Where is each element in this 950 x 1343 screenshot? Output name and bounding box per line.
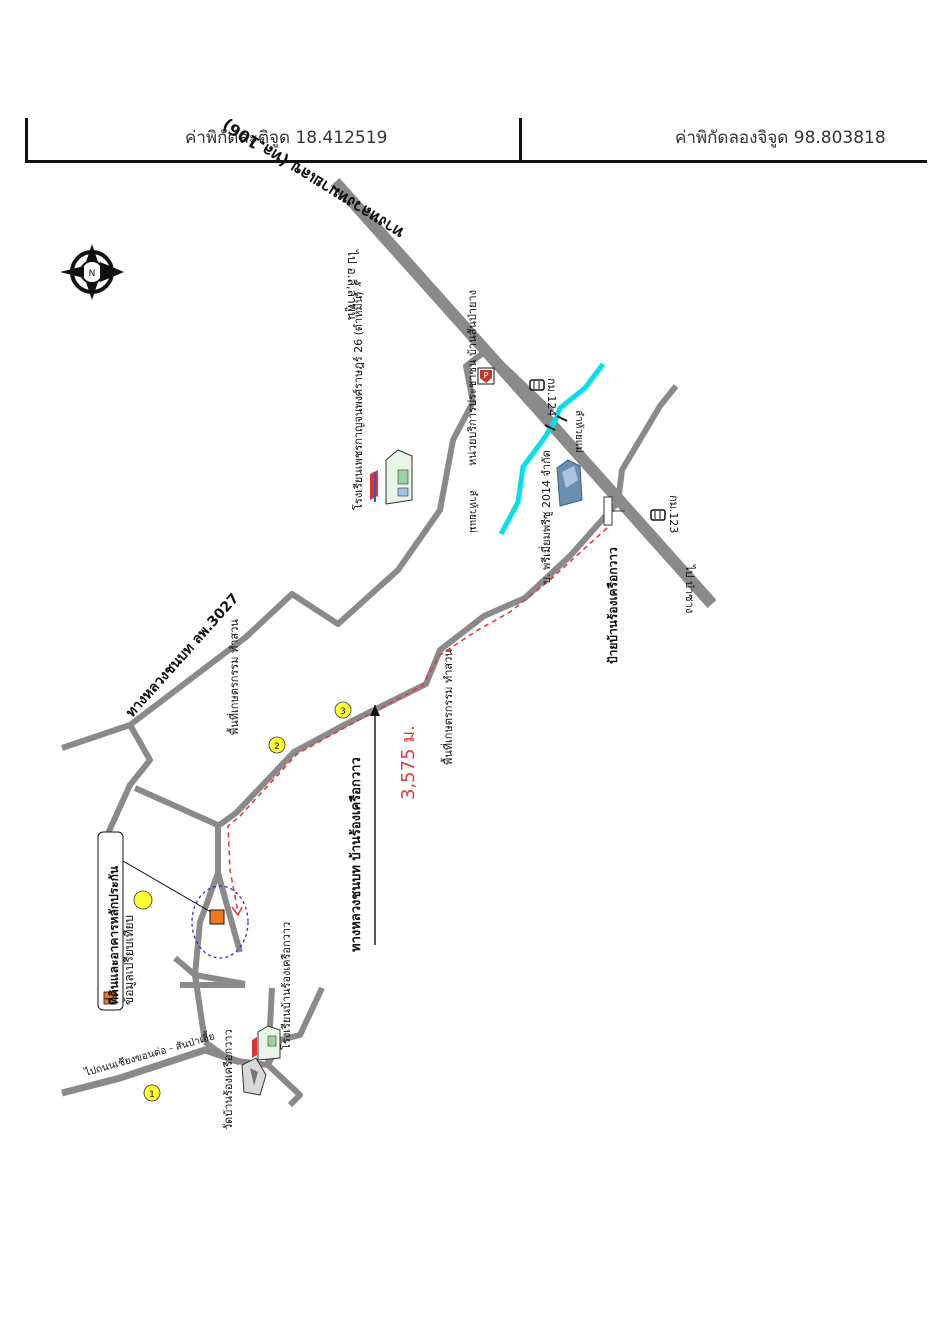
legend-compare-label: ข้อมูลเปรียบเทียบ xyxy=(122,915,137,1005)
bridge-icon xyxy=(544,415,568,431)
marker-3 xyxy=(334,701,352,719)
village-sign-label: ป้ายบ้านร้องเครือกวาว xyxy=(606,547,620,664)
temple-label: วัดบ้านร้องเครือกวาว xyxy=(222,1029,235,1130)
legend-box xyxy=(97,831,124,1011)
km-post-icon xyxy=(650,509,666,521)
school-icon xyxy=(370,449,413,505)
map-labels: ไป อ.ลี้,ลำพูน ทางหลวงหมายเลข (ทล.106) ไ… xyxy=(82,115,696,1130)
highway-106 xyxy=(330,178,717,608)
marker-1 xyxy=(143,1084,161,1102)
direction-arrowhead-icon xyxy=(370,705,380,716)
legend-compare-marker xyxy=(133,890,153,910)
svg-text:P: P xyxy=(484,371,489,380)
compass-letter: N xyxy=(89,269,96,279)
creek xyxy=(498,362,605,536)
legend-subject-label: ที่ดินและอาคารหลักประกัน xyxy=(105,865,121,1005)
header-divider xyxy=(519,118,522,160)
school-bottom-label: โรงเรียนบ้านร้องเครือกวาว xyxy=(279,922,293,1050)
route-path xyxy=(227,527,608,913)
subject-circle xyxy=(191,885,249,959)
route-arrow-icon xyxy=(231,906,243,917)
legend-subject-swatch xyxy=(103,991,117,1005)
police-box-label: หน่วยบริการประชาชน บ้านสันป่ายาง xyxy=(466,290,479,466)
compass-icon xyxy=(60,244,124,300)
latitude-label: ค่าพิกัดละติจูด 18.412519 xyxy=(185,128,388,148)
village-sign-icon xyxy=(603,496,625,526)
school-icon xyxy=(252,1025,281,1061)
km-123-label: กม.123 xyxy=(667,495,680,533)
marker-3-label: 3 xyxy=(340,707,346,717)
company-label: บ. พรีเมี่ยมพรีซู 2014 จำกัด xyxy=(538,450,553,584)
highway-direction-top: ไป อ.ลี้,ลำพูน xyxy=(344,249,361,320)
subject-plot xyxy=(209,909,225,925)
school-top-label: โรงเรียนเพชรกาญจนพงศ์ราษฎร์ 26 (ดำหมื่น) xyxy=(350,291,365,510)
km-post-icon xyxy=(529,379,545,391)
coordinate-header: ค่าพิกัดละติจูด 18.412519 ค่าพิกัดลองจิจ… xyxy=(25,118,927,163)
highway-name-label: ทางหลวงหมายเลข (ทล.106) xyxy=(219,115,407,242)
marker-1-label: 1 xyxy=(149,1090,155,1100)
farm-area-label-1: พื้นที่เกษตรกรรม ทำสวน xyxy=(226,619,241,735)
creek-label-2: ลำห้วยแม่ xyxy=(467,490,479,533)
distance-label: 3,575 ม. xyxy=(398,725,419,800)
factory-icon xyxy=(556,459,583,507)
farm-area-label-2: พื้นที่เกษตรกรรม ทำสวน xyxy=(440,649,455,765)
header-divider xyxy=(25,118,28,160)
legend-leader-line xyxy=(122,860,212,913)
creek-label-1: ลำห้วยแม่ xyxy=(573,410,585,453)
rural-road-main-label: ทางหลวงชนบท บ้านร้องเครือกวาว xyxy=(348,757,364,952)
longitude-label: ค่าพิกัดลองจิจูด 98.803818 xyxy=(675,128,886,148)
marker-2 xyxy=(268,736,286,754)
km-124-label: กม.124 xyxy=(545,378,558,416)
road-to-bottom xyxy=(61,1046,242,1097)
temple-icon xyxy=(241,1057,267,1096)
highway-direction-bottom: ไป ป่าซาง xyxy=(683,564,696,613)
parking-icon: P xyxy=(477,367,495,385)
marker-2-label: 2 xyxy=(274,742,280,752)
